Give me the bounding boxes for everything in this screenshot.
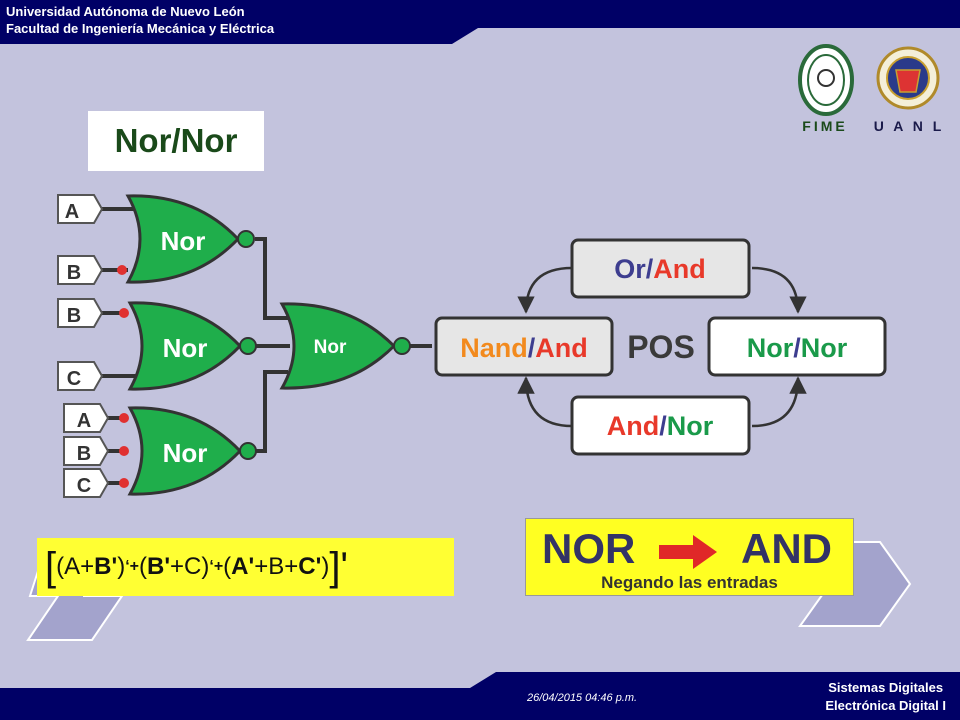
svg-text:And/Nor: And/Nor [607, 411, 714, 441]
footer-date: 26/04/2015 04:46 p.m. [527, 692, 638, 704]
formula-term: C' [298, 553, 322, 580]
arrow-top-right [751, 266, 807, 314]
formula-term: ) [117, 553, 126, 580]
formula-close-bracket: ]' [329, 545, 349, 589]
input-label-b2: B [57, 298, 104, 328]
cycle-box-bottom: And/Nor [570, 395, 751, 456]
fime-logo-label: FIME [802, 118, 848, 134]
cycle-arrows [517, 266, 807, 428]
svg-text:Nor: Nor [163, 333, 208, 363]
svg-text:A: A [65, 201, 79, 223]
input-labels: A B B C A B C [57, 194, 110, 498]
cycle-center-label: POS [627, 329, 695, 365]
cycle-box-left: Nand/And [434, 316, 614, 377]
formula-operator: ‘+ [125, 558, 139, 575]
footer-bar [0, 672, 960, 720]
nor-gate-3: Nor [127, 406, 257, 496]
svg-text:Nor: Nor [161, 226, 206, 256]
nor-gate-1: Nor [125, 194, 255, 284]
conversion-to: AND [741, 525, 832, 572]
university-name: Universidad Autónoma de Nuevo León [6, 4, 245, 19]
cycle-box-right: Nor/Nor [707, 316, 887, 377]
input-label-c2: C [63, 468, 110, 498]
title-box: Nor/Nor [88, 111, 264, 171]
arrow-top-left [517, 266, 573, 314]
svg-text:Or/And: Or/And [614, 254, 706, 284]
formula-term: ) [321, 553, 330, 580]
svg-text:A: A [77, 410, 91, 432]
arrow-bottom-right [751, 376, 807, 428]
nor-gate-output: Nor [279, 302, 411, 390]
nor-gate-2: Nor [127, 301, 257, 391]
fime-seal-icon [798, 44, 854, 116]
formula-open-bracket: [ [45, 545, 57, 589]
formula-operator: ‘+ [209, 558, 224, 575]
fime-logo: FIME [796, 42, 882, 138]
input-inversion-bubbles [117, 265, 129, 488]
formula-term: +C) [170, 553, 210, 580]
course-name-2: Electrónica Digital I [825, 698, 946, 713]
formula-term: B' [94, 553, 118, 580]
svg-text:B: B [77, 443, 91, 465]
formula-term: +B+ [254, 553, 299, 580]
header-bar: Universidad Autónoma de Nuevo León Facul… [0, 0, 960, 44]
input-label-a2: A [63, 403, 110, 433]
svg-text:Nand/And: Nand/And [460, 333, 588, 363]
faculty-name: Facultad de Ingeniería Mecánica y Eléctr… [6, 21, 275, 36]
svg-text:Nor/Nor: Nor/Nor [747, 333, 848, 363]
formula-term: ( [223, 553, 232, 580]
input-label-b3: B [63, 436, 110, 466]
input-label-c1: C [57, 361, 104, 391]
course-name-1: Sistemas Digitales [828, 680, 944, 695]
svg-text:C: C [67, 368, 81, 390]
uanl-logo-label: U A N L [873, 118, 945, 134]
svg-text:C: C [77, 475, 91, 497]
formula-term: B' [146, 553, 171, 580]
cycle-box-top: Or/And [570, 238, 751, 299]
header-text: Universidad Autónoma de Nuevo León Facul… [6, 3, 274, 37]
conversion-from: NOR [542, 525, 636, 572]
footer-shape [0, 672, 960, 720]
arrow-right-icon [659, 535, 717, 569]
svg-text:B: B [67, 305, 81, 327]
formula-term: ( [138, 553, 147, 580]
footer-course: Sistemas Digitales Electrónica Digital I [825, 679, 946, 715]
svg-text:Nor: Nor [314, 337, 347, 358]
conversion-box: NOR AND Negando las entradas [525, 518, 854, 596]
header-shape [0, 0, 960, 44]
formula-term: (A+ [56, 553, 95, 580]
page-title: Nor/Nor [114, 122, 238, 159]
formula-box: [ (A+B')‘+(B'+C)‘+(A'+B+C') ]' [37, 538, 454, 596]
input-label-a1: A [57, 194, 104, 224]
arrow-bottom-left [517, 376, 573, 428]
formula-term: A' [231, 553, 255, 580]
conversion-subtitle: Negando las entradas [601, 573, 778, 592]
uanl-seal-icon [876, 46, 940, 110]
svg-text:Nor: Nor [163, 438, 208, 468]
input-label-b1: B [57, 255, 104, 285]
uanl-logo: U A N L [874, 42, 960, 138]
svg-text:B: B [67, 262, 81, 284]
